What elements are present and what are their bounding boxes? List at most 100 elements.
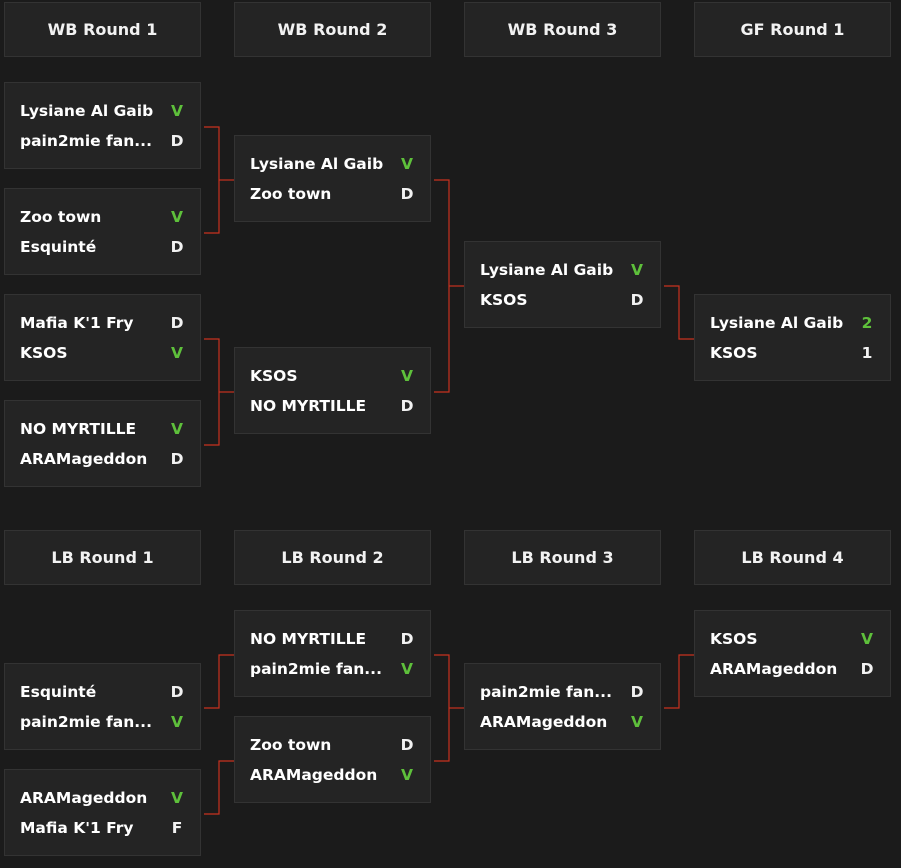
team-row: pain2mie fan... V (250, 656, 414, 682)
team-name: Zoo town (250, 736, 332, 754)
wb-r1-match-1[interactable]: Lysiane Al Gaib V pain2mie fan... D (4, 82, 201, 169)
team-row: ARAMageddon V (250, 762, 414, 788)
team-row: Zoo town V (20, 204, 184, 230)
team-row: ARAMageddon V (20, 785, 184, 811)
header-wb-round-2: WB Round 2 (234, 2, 431, 57)
team-name: Esquinté (20, 683, 97, 701)
team-name: KSOS (250, 367, 298, 385)
team-row: KSOS V (20, 340, 184, 366)
match-result: D (170, 450, 184, 468)
team-row: KSOS D (480, 287, 644, 313)
match-result: V (631, 261, 643, 279)
team-name: NO MYRTILLE (250, 630, 367, 648)
team-row: NO MYRTILLE D (250, 393, 414, 419)
team-name: Lysiane Al Gaib (480, 261, 614, 279)
match-score: 1 (861, 344, 873, 362)
match-result: D (170, 314, 184, 332)
header-wb-round-3: WB Round 3 (464, 2, 661, 57)
team-name: pain2mie fan... (20, 132, 152, 150)
lb-r1-match-2[interactable]: ARAMageddon V Mafia K'1 Fry F (4, 769, 201, 856)
team-row: Lysiane Al Gaib V (480, 257, 644, 283)
match-result: F (171, 819, 183, 837)
team-row: pain2mie fan... V (20, 709, 184, 735)
match-result: D (170, 132, 184, 150)
match-result: D (170, 683, 184, 701)
team-row: Esquinté D (20, 234, 184, 260)
team-name: Lysiane Al Gaib (20, 102, 154, 120)
lb-r2-match-2[interactable]: Zoo town D ARAMageddon V (234, 716, 431, 803)
team-name: Lysiane Al Gaib (250, 155, 384, 173)
wb-r3-match-1[interactable]: Lysiane Al Gaib V KSOS D (464, 241, 661, 328)
team-row: pain2mie fan... D (20, 128, 184, 154)
team-name: KSOS (20, 344, 68, 362)
match-result: V (171, 102, 183, 120)
team-name: ARAMageddon (480, 713, 608, 731)
match-result: V (861, 630, 873, 648)
header-lb-round-4: LB Round 4 (694, 530, 891, 585)
team-row: Esquinté D (20, 679, 184, 705)
team-row: pain2mie fan... D (480, 679, 644, 705)
match-result: V (401, 155, 413, 173)
match-result: D (400, 185, 414, 203)
match-result: V (631, 713, 643, 731)
match-result: V (171, 208, 183, 226)
lb-r1-match-1[interactable]: Esquinté D pain2mie fan... V (4, 663, 201, 750)
header-lb-round-3: LB Round 3 (464, 530, 661, 585)
team-name: ARAMageddon (710, 660, 838, 678)
team-row: KSOS V (710, 626, 874, 652)
match-result: V (171, 420, 183, 438)
gf-r1-match-1[interactable]: Lysiane Al Gaib 2 KSOS 1 (694, 294, 891, 381)
match-result: D (400, 397, 414, 415)
team-name: KSOS (710, 630, 758, 648)
team-name: pain2mie fan... (250, 660, 382, 678)
header-lb-round-1: LB Round 1 (4, 530, 201, 585)
team-name: NO MYRTILLE (250, 397, 367, 415)
team-name: pain2mie fan... (20, 713, 152, 731)
team-name: Esquinté (20, 238, 97, 256)
team-row: Lysiane Al Gaib V (250, 151, 414, 177)
team-row: Mafia K'1 Fry F (20, 815, 184, 841)
team-name: ARAMageddon (20, 789, 148, 807)
match-result: D (630, 683, 644, 701)
wb-r1-match-2[interactable]: Zoo town V Esquinté D (4, 188, 201, 275)
team-row: Lysiane Al Gaib 2 (710, 310, 874, 336)
team-name: Mafia K'1 Fry (20, 819, 134, 837)
team-name: Zoo town (20, 208, 102, 226)
header-lb-round-2: LB Round 2 (234, 530, 431, 585)
team-name: KSOS (710, 344, 758, 362)
team-name: ARAMageddon (20, 450, 148, 468)
match-score: 2 (861, 314, 873, 332)
match-result: D (630, 291, 644, 309)
match-result: V (401, 766, 413, 784)
team-row: ARAMageddon V (480, 709, 644, 735)
header-wb-round-1: WB Round 1 (4, 2, 201, 57)
team-name: ARAMageddon (250, 766, 378, 784)
match-result: D (170, 238, 184, 256)
match-result: V (171, 713, 183, 731)
team-name: KSOS (480, 291, 528, 309)
team-name: NO MYRTILLE (20, 420, 137, 438)
wb-r2-match-2[interactable]: KSOS V NO MYRTILLE D (234, 347, 431, 434)
match-result: V (401, 367, 413, 385)
team-row: KSOS 1 (710, 340, 874, 366)
team-row: NO MYRTILLE V (20, 416, 184, 442)
lb-r3-match-1[interactable]: pain2mie fan... D ARAMageddon V (464, 663, 661, 750)
match-result: V (401, 660, 413, 678)
team-row: Zoo town D (250, 732, 414, 758)
team-row: Lysiane Al Gaib V (20, 98, 184, 124)
match-result: D (400, 736, 414, 754)
match-result: V (171, 344, 183, 362)
team-row: KSOS V (250, 363, 414, 389)
team-name: Lysiane Al Gaib (710, 314, 844, 332)
match-result: V (171, 789, 183, 807)
team-name: pain2mie fan... (480, 683, 612, 701)
wb-r1-match-4[interactable]: NO MYRTILLE V ARAMageddon D (4, 400, 201, 487)
